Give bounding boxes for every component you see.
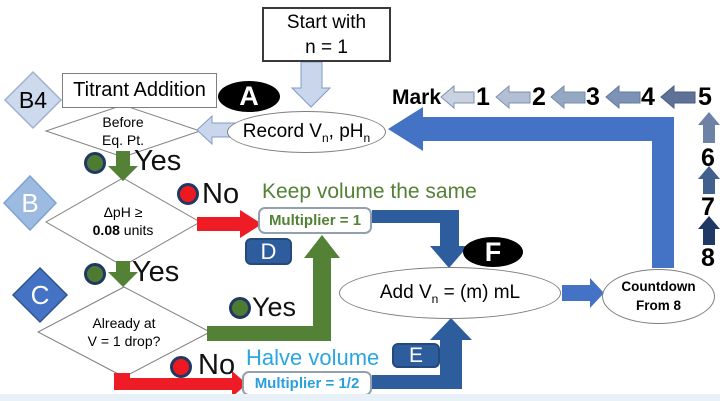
step-d-node: D	[245, 238, 292, 265]
record-label: Record Vn, pHn	[242, 121, 371, 145]
step-e-label: E	[408, 343, 423, 367]
titrant-addition-label: Titrant Addition	[73, 79, 206, 101]
step-f-label: F	[484, 236, 502, 267]
countdown-line2: From 8	[635, 297, 681, 313]
mark-arrow-4	[605, 84, 641, 110]
before-eq-label: Before Eq. Pt.	[101, 114, 145, 148]
add-to-countdown-arrow	[562, 278, 604, 308]
already-drop-label: Already at V = 1 drop?	[87, 315, 161, 349]
mark-arrow-3	[550, 84, 586, 110]
b-diamond	[2, 174, 58, 232]
multiplier-one-to-add-elbow	[372, 210, 468, 268]
b4-diamond	[3, 70, 63, 130]
start-node: Start with n = 1	[262, 7, 391, 62]
multiplier-half-label: Multiplier = 1/2	[254, 375, 360, 392]
record-node: Record Vn, pHn	[227, 111, 386, 153]
sequence-number-1: 1	[476, 83, 490, 111]
yes-elbow-to-multiplier-one	[207, 235, 340, 341]
sequence-number-5: 5	[698, 83, 712, 111]
delta-ph-label: ΔpH ≥ 0.08 units	[92, 204, 154, 238]
multiplier-half-node: Multiplier = 1/2	[242, 371, 372, 396]
sequence-number-6: 6	[701, 144, 715, 172]
no-label-1: No	[202, 178, 240, 210]
halve-volume-label: Halve volume	[246, 345, 380, 370]
countdown-up-arrow-7to6	[698, 166, 720, 194]
yes-label-3: Yes	[252, 292, 297, 322]
multiplier-one-label: Multiplier = 1	[268, 212, 362, 229]
start-line2: n = 1	[305, 36, 348, 58]
no-dot-2	[170, 356, 192, 378]
mark-arrow-2	[495, 84, 531, 110]
sequence-number-7: 7	[701, 193, 715, 221]
add-volume-node: Add Vn = (m) mL	[339, 267, 561, 319]
c-diamond-label: C	[30, 279, 50, 310]
no-elbow-to-multiplier-half	[114, 371, 247, 397]
countdown-up-arrow-6to5	[698, 112, 720, 143]
start-down-arrow	[290, 61, 332, 108]
yes-dot-1	[84, 152, 106, 174]
countdown-node: Countdown From 8	[602, 269, 715, 324]
multiplier-one-node: Multiplier = 1	[258, 207, 372, 234]
yes-label-1: Yes	[134, 145, 182, 177]
yes-down-arrow-1	[108, 151, 138, 181]
multiplier-half-to-add-elbow	[372, 318, 472, 389]
b-diamond-label: B	[21, 187, 39, 218]
no-right-arrow	[197, 210, 262, 238]
step-d-label: D	[260, 238, 277, 264]
keep-volume-label: Keep volume the same	[262, 180, 477, 203]
b4-diamond-label: B4	[18, 86, 48, 113]
step-a-node: A	[218, 81, 280, 112]
no-label-2: No	[198, 349, 236, 381]
yes-label-2: Yes	[132, 256, 180, 288]
loop-return-arrow	[388, 107, 674, 268]
titrant-addition-node: Titrant Addition	[62, 73, 217, 108]
mark-arrow-1	[440, 84, 475, 110]
sequence-number-8: 8	[701, 244, 715, 272]
no-dot-1	[177, 183, 199, 205]
yes-dot-3	[229, 297, 251, 319]
step-a-label: A	[239, 81, 259, 111]
sequence-number-3: 3	[586, 83, 600, 111]
countdown-up-arrow-8to7	[698, 216, 720, 245]
mark-label: Mark	[392, 86, 442, 109]
bottom-strip	[0, 394, 720, 401]
c-diamond	[11, 266, 69, 324]
sequence-number-4: 4	[641, 83, 655, 111]
step-f-node: F	[463, 237, 523, 267]
countdown-line1: Countdown	[621, 279, 696, 295]
yes-dot-2	[84, 263, 106, 285]
step-e-node: E	[392, 343, 440, 368]
sequence-number-2: 2	[532, 83, 546, 111]
yes-down-arrow-2	[108, 261, 138, 287]
add-volume-label: Add Vn = (m) mL	[379, 282, 521, 306]
mark-arrow-5	[660, 84, 696, 110]
start-line1: Start with	[286, 11, 367, 33]
